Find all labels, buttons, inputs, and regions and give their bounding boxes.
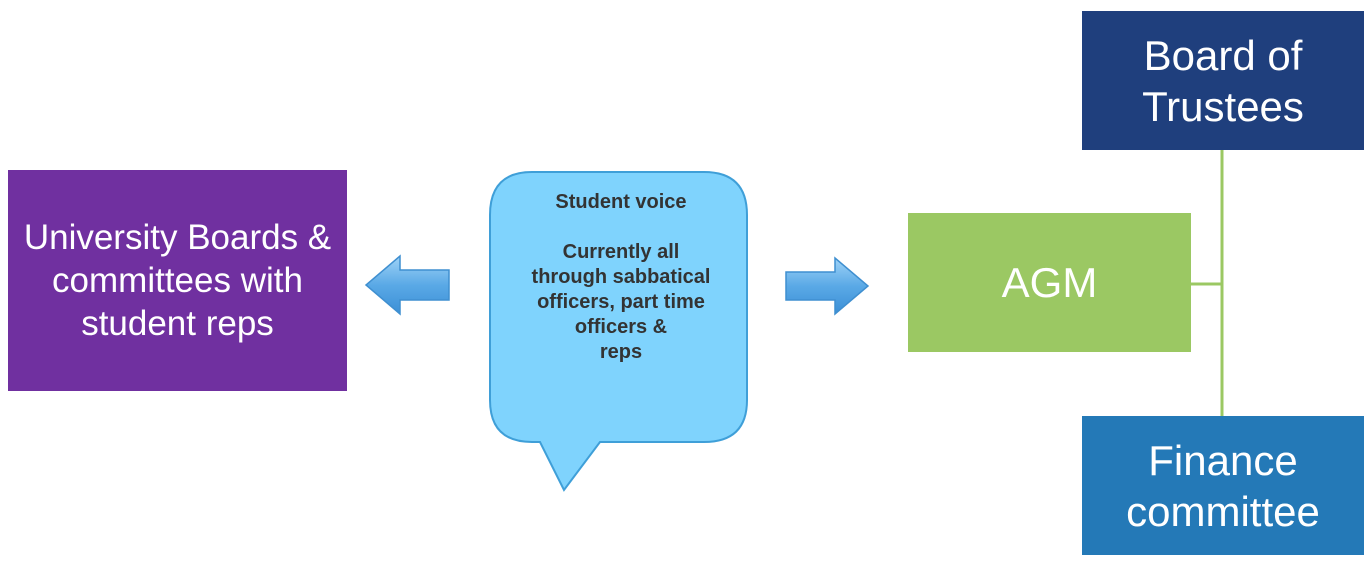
student-voice-text: Student voice Currently all through sabb… xyxy=(494,190,748,365)
student-voice-title: Student voice xyxy=(555,191,687,213)
finance-committee-box: Finance committee xyxy=(1082,416,1364,555)
arrow-left-icon xyxy=(364,254,450,316)
board-line-2: Trustees xyxy=(1142,82,1304,130)
university-line-2: committees with xyxy=(52,261,303,300)
university-line-3: student reps xyxy=(81,304,274,343)
agm-box: AGM xyxy=(908,213,1191,352)
speech-bubble xyxy=(489,171,748,492)
finance-line-2: committee xyxy=(1126,487,1320,535)
finance-line-1: Finance xyxy=(1148,436,1298,484)
board-line-1: Board of xyxy=(1143,31,1303,79)
university-line-1: University Boards & xyxy=(23,218,332,257)
voice-line-5: reps xyxy=(599,341,643,363)
agm-label: AGM xyxy=(1001,258,1098,306)
voice-line-4: officers & xyxy=(574,316,668,338)
voice-line-1: Currently all xyxy=(562,241,680,263)
board-of-trustees-box: Board of Trustees xyxy=(1082,11,1364,150)
voice-line-2: through sabbatical xyxy=(531,266,711,288)
voice-line-3: officers, part time xyxy=(537,291,705,313)
university-boards-box: University Boards & committees with stud… xyxy=(8,170,347,391)
arrow-right-icon xyxy=(785,256,870,316)
